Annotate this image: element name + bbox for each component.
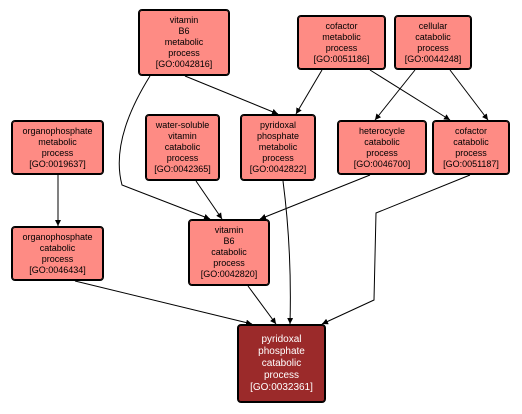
node-cofactor-catabolic-process[interactable]: cofactor catabolic process [GO:0051187] [432,120,510,175]
edge-GO0044248-to-GO0051187 [449,69,489,121]
node-label-line: catabolic [164,142,201,152]
node-label-line: B6 [223,236,235,246]
node-label-line: catabolic [364,136,400,147]
edge-GO0051187-to-GO0032361 [321,174,471,325]
edge-GO0042816-to-GO0042820 [118,75,211,220]
node-label-line: vitamin [168,131,197,141]
node-label-line: process [213,258,245,268]
edge-GO0044248-to-GO0046700 [374,69,416,121]
edge-GO0051186-to-GO0042822 [295,69,323,115]
node-go-id: [GO:0044248] [404,53,462,64]
node-label-line: pyridoxal [259,120,297,130]
node-go-id: [GO:0046434] [29,264,86,275]
node-label-line: cellular [418,20,448,31]
node-label-line: heterocycle [358,125,406,136]
edge-GO0046700-to-GO0042820 [259,174,371,220]
node-label-line: organophosphate [22,231,93,242]
node-go-id: [GO:0051187] [443,158,499,169]
node-label-line: pyridoxal [261,333,302,345]
node-go-id: [GO:0042822] [249,164,307,174]
node-label-line: process [455,147,487,158]
node-label-line: process [325,42,358,53]
node-label-line: process [262,153,294,163]
node-go-id: [GO:0042365] [154,164,211,174]
node-label-line: process [41,147,74,158]
node-label-line: metabolic [164,37,204,47]
node-label-line: process [41,253,74,264]
node-vitamin-b6-metabolic-process[interactable]: vitamin B6 metabolic process [GO:0042816… [138,9,230,76]
node-label-line: phosphate [258,345,305,357]
node-heterocycle-catabolic-process[interactable]: heterocycle catabolic process [GO:004670… [337,120,427,175]
node-label-line: metabolic [322,31,361,42]
node-go-id: [GO:0042816] [155,59,213,69]
node-label-line: vitamin [214,225,244,235]
node-go-id: [GO:0051186] [313,53,370,64]
node-water-soluble-vitamin-catabolic-process[interactable]: water-soluble vitamin catabolic process … [145,114,220,181]
node-label-line: process [263,369,299,381]
node-label-line: catabolic [415,31,451,42]
node-label-line: catabolic [453,136,489,147]
node-label-line: organophosphate [22,125,93,136]
node-label-line: process [166,153,199,163]
node-pyridoxal-phosphate-metabolic-process[interactable]: pyridoxal phosphate metabolic process [G… [240,114,316,181]
node-label-line: catabolic [261,357,302,369]
node-label-line: cofactor [325,20,358,31]
node-label-line: vitamin [169,15,199,25]
node-vitamin-b6-catabolic-process[interactable]: vitamin B6 catabolic process [GO:0042820… [188,219,270,286]
node-organophosphate-catabolic-process[interactable]: organophosphate catabolic process [GO:00… [11,226,104,281]
edge-GO0042822-to-GO0032361 [282,180,294,325]
edge-GO0042820-to-GO0032361 [247,285,277,325]
node-label-line: phosphate [256,131,300,141]
edge-GO0042816-to-GO0042822 [184,75,279,115]
edge-GO0051186-to-GO0051187 [369,69,451,121]
node-label-line: process [417,42,449,53]
node-label-line: process [366,147,398,158]
node-pyridoxal-phosphate-catabolic-process[interactable]: pyridoxal phosphate catabolic process [G… [237,324,326,403]
node-cellular-catabolic-process[interactable]: cellular catabolic process [GO:0044248] [394,15,472,70]
edge-GO0042365-to-GO0042820 [195,180,223,220]
node-label-line: catabolic [39,242,76,253]
node-cofactor-metabolic-process[interactable]: cofactor metabolic process [GO:0051186] [297,15,386,70]
edge-GO0046434-to-GO0032361 [74,280,253,326]
node-go-id: [GO:0042820] [200,269,258,279]
node-go-id: [GO:0046700] [353,158,411,169]
node-label-line: B6 [178,26,190,36]
node-go-id: [GO:0032361] [250,381,313,393]
node-label-line: process [168,48,200,58]
node-label-line: cofactor [454,125,487,136]
node-label-line: metabolic [258,142,298,152]
node-label-line: catabolic [211,247,247,257]
node-organophosphate-metabolic-process[interactable]: organophosphate metabolic process [GO:00… [11,120,104,175]
node-label-line: metabolic [38,136,77,147]
node-label-line: water-soluble [155,120,210,130]
node-go-id: [GO:0019637] [29,158,86,169]
